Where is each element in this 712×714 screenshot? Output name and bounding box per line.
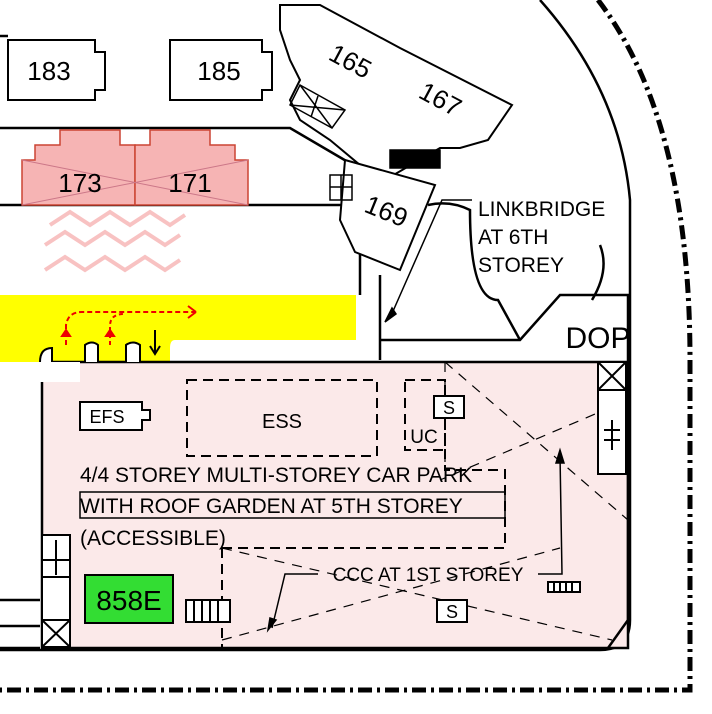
ccc-arrows [266,447,566,633]
carpark-label-3: (ACCESSIBLE) [80,527,226,550]
ccc-label: CCC AT 1ST STOREY [333,565,524,586]
efs-box [79,401,151,431]
linkbridge-label-3: STOREY [478,254,564,277]
stair-symbols [41,361,627,648]
s-label-top: S [443,398,455,418]
linkbridge-label-2: AT 6TH [478,226,548,249]
dashed-outlines [186,379,506,648]
highlighted-blocks [21,129,249,206]
waves [43,209,187,273]
block-171: 171 [168,168,211,198]
ess-label: ESS [262,411,302,433]
efs-label: EFS [89,407,124,427]
hatch-marks [289,83,441,201]
carpark-label-1: 4/4 STOREY MULTI-STOREY CAR PARK [80,464,472,487]
block-id-badge [84,574,174,624]
site-boundary [0,0,693,693]
linkbridge-arrow [384,199,472,323]
uc-label: UC [410,427,437,448]
dop-label: DOP [565,322,630,355]
linkbridge-label-1: LINKBRIDGE [478,198,605,221]
block-173: 173 [58,168,101,198]
traffic-arrows [60,305,197,345]
block-183: 183 [27,56,70,86]
building-outlines [7,4,514,272]
s-box-top [433,395,465,419]
carpark-label-2: WITH ROOF GARDEN AT 5TH STOREY [80,495,463,518]
yellow-road [0,295,356,362]
s-box-bottom [436,599,468,623]
block-185: 185 [197,56,240,86]
s-label-bottom: S [446,602,458,622]
block-id-label: 858E [96,585,161,616]
